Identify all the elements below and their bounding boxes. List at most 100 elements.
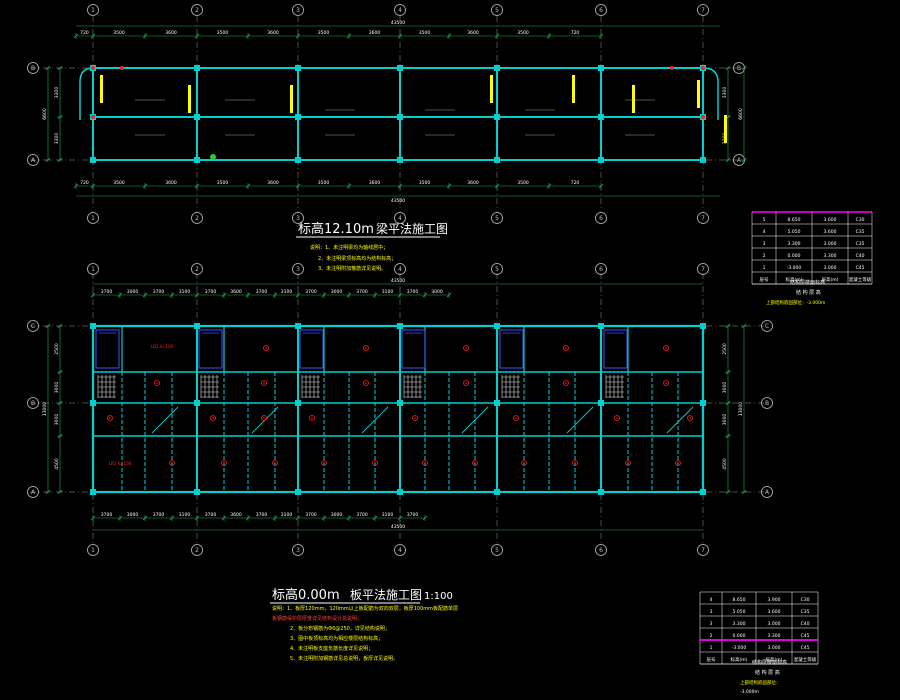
- slab-mark-dot: [223, 462, 225, 464]
- bottom-axis-bubble-right-label: A: [765, 489, 770, 496]
- slab-mark-dot: [274, 462, 276, 464]
- bottom-dim-chain-lower-label: 3100: [382, 512, 394, 518]
- top-dim-chain-lower-label: 720: [571, 180, 580, 186]
- top-axis-bubble-top: 1: [87, 4, 99, 16]
- bottom-dim-total-right: 13000: [738, 323, 747, 495]
- top-axis-bubble-bottom: 1: [87, 212, 99, 224]
- bottom-axis-bubble-top-circle: [491, 263, 503, 275]
- bottom-dim-chain-lower-label: 3700: [256, 512, 268, 518]
- top-dim-chain-upper-label: 720: [571, 30, 580, 36]
- slab-mark: [463, 345, 469, 351]
- top-dim-chain-upper-label: 3500: [419, 30, 431, 36]
- table1-cell: 3.000: [824, 265, 837, 271]
- top-dim-chain-upper-label: 3500: [113, 30, 125, 36]
- table1-cell: C45: [856, 265, 865, 271]
- top-column: [397, 114, 403, 120]
- bottom-dim-chain-left-label: 4500: [54, 458, 60, 470]
- top-dim-chain-lower-slash: [142, 183, 148, 189]
- stair-opening: [299, 329, 324, 369]
- bottom-axis-bubble-bottom-circle: [87, 544, 99, 556]
- bottom-dim-chain-lower-label: 3100: [281, 512, 293, 518]
- table1-cell: 3.300: [788, 241, 801, 247]
- table1-cell: 5: [763, 217, 766, 223]
- bottom-axis-bubble-bottom-circle: [191, 544, 203, 556]
- bottom-dim-chain-lower-slash: [194, 515, 200, 521]
- top-axis-bubble-bottom-label: 7: [701, 215, 705, 222]
- slab-column: [295, 489, 301, 495]
- bottom-dim-chain-lower-slash: [397, 515, 403, 521]
- bottom-axis-bubble-top: 1: [87, 263, 99, 275]
- slab-mark-dot: [109, 417, 111, 419]
- bottom-dim-chain-lower-label: 3700: [153, 512, 165, 518]
- top-dim-chain-upper-slash: [73, 33, 79, 39]
- bottom-dim-chain-lower-slash: [272, 515, 278, 521]
- slab-mark-dot: [263, 417, 265, 419]
- bottom-dim-chain-right-label: 2500: [722, 343, 728, 355]
- slab-mark: [663, 380, 669, 386]
- slab-column: [295, 323, 301, 329]
- slab-column: [397, 489, 403, 495]
- top-dim-chain-upper-slash: [194, 33, 200, 39]
- bottom-axis-bubble-top: 7: [697, 263, 709, 275]
- bottom-axis-bubble-left-circle: [27, 320, 39, 332]
- top-dim-chain-lower-slash: [446, 183, 452, 189]
- bottom-dim-chain-lower-slash: [346, 515, 352, 521]
- top-dim-chain-upper-label: 720: [80, 30, 89, 36]
- slab-mark: [472, 460, 478, 466]
- slab-mark-dot: [365, 347, 367, 349]
- top-dim-chain-left-label: 3300: [54, 133, 60, 145]
- bottom-dim-chain-upper-label: 3100: [281, 289, 293, 295]
- bottom-axis-bubble-right: B: [761, 397, 773, 409]
- table2-cell: 3.000: [768, 621, 781, 627]
- top-axis-bubble-left-circle: [27, 62, 39, 74]
- bottom-axis-bubble-top: 2: [191, 263, 203, 275]
- top-axis-bubble-top: 6: [595, 4, 607, 16]
- bottom-dim-chain-lower-label: 3000: [127, 512, 139, 518]
- top-axis-bubble-bottom: 4: [394, 212, 406, 224]
- bottom-axis-bubble-bottom-label: 4: [398, 547, 402, 554]
- table2-cell: C45: [801, 633, 810, 639]
- bottom-dim-chain-upper-label: 3700: [356, 289, 368, 295]
- bottom-axis-bubble-right-label: C: [765, 323, 769, 330]
- slab-column: [90, 400, 96, 406]
- top-yellow-annotation: [188, 85, 191, 113]
- slab-mark-dot: [265, 347, 267, 349]
- top-column: [295, 114, 301, 120]
- bottom-axis-bubble-left-circle: [27, 397, 39, 409]
- top-axis-bubble-top-circle: [292, 4, 304, 16]
- top-axis-bubble-left-circle: [27, 154, 39, 166]
- bottom-axis-bubble-bottom-circle: [697, 544, 709, 556]
- bottom-dim-total-left: 13000: [42, 323, 51, 495]
- bottom-dim-total: 43500: [391, 278, 405, 284]
- top-dim-total-left-slash: [45, 157, 51, 163]
- slab-column: [194, 400, 200, 406]
- beam-plan-note-1: 说明：1、未注明梁均为轴线居中；: [310, 244, 388, 251]
- top-column: [494, 65, 500, 71]
- slab-mark: [572, 460, 578, 466]
- top-dim-chain-upper-slash: [446, 33, 452, 39]
- bottom-axis-bubble-top-label: 3: [296, 266, 300, 273]
- slab-plan-scale: 1:100: [424, 591, 453, 602]
- bottom-axis-bubble-bottom-label: 3: [296, 547, 300, 554]
- bottom-dim-chain-lower-slash: [117, 515, 123, 521]
- stair-opening: [603, 329, 628, 369]
- top-axis-bubble-left: A: [27, 154, 39, 166]
- stair-opening: [499, 329, 524, 369]
- slab-mark-dot: [474, 462, 476, 464]
- top-dim-chain-right-label: 3300: [722, 87, 728, 99]
- top-column: [194, 114, 200, 120]
- slab-mark: [372, 460, 378, 466]
- top-dim-chain-lower-label: 720: [80, 180, 89, 186]
- slab-mark: [154, 380, 160, 386]
- top-red-marker: [670, 66, 674, 70]
- bottom-dim-chain-upper-label: 3700: [205, 289, 217, 295]
- table2-cell: 3: [710, 609, 713, 615]
- slab-mark: [309, 415, 315, 421]
- bottom-axis-bubble-top: 5: [491, 263, 503, 275]
- top-dim-chain-left-slash: [57, 157, 63, 163]
- bottom-dim-chain-upper-slash: [346, 292, 352, 298]
- slab-mark-dot: [156, 382, 158, 384]
- slab-mark: [513, 415, 519, 421]
